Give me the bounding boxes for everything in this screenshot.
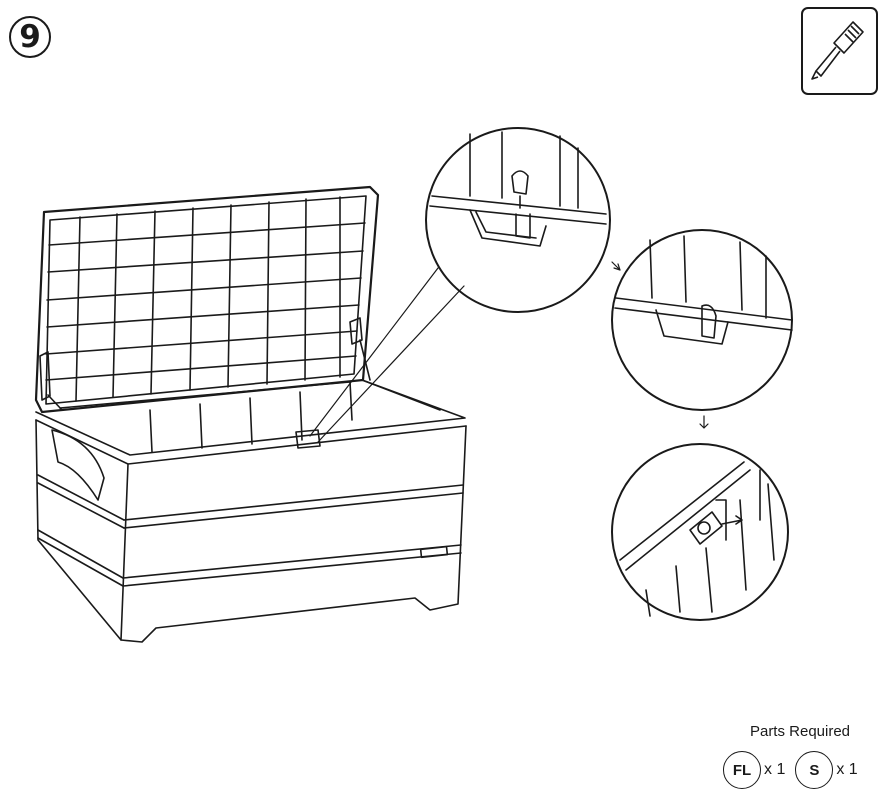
- part-item-s: S x 1: [795, 751, 858, 789]
- parts-list: FL x 1 S x 1: [723, 751, 858, 789]
- step-number: 9: [19, 18, 41, 55]
- detail-circle-3: [611, 443, 789, 621]
- screwdriver-icon: [811, 21, 864, 80]
- part-code-badge: FL: [723, 751, 761, 789]
- tool-required-box: [801, 7, 878, 95]
- part-quantity: x 1: [764, 761, 786, 778]
- detail-circle-2: [611, 229, 793, 411]
- assembly-illustration: [34, 127, 793, 643]
- part-quantity: x 1: [836, 761, 858, 778]
- deck-box-drawing: [34, 185, 467, 643]
- detail-circle-1: [425, 127, 611, 313]
- step-number-badge: 9: [9, 16, 51, 58]
- part-code-badge: S: [795, 751, 834, 789]
- parts-required-title: Parts Required: [749, 723, 851, 740]
- part-item-fl: FL x 1: [723, 751, 785, 789]
